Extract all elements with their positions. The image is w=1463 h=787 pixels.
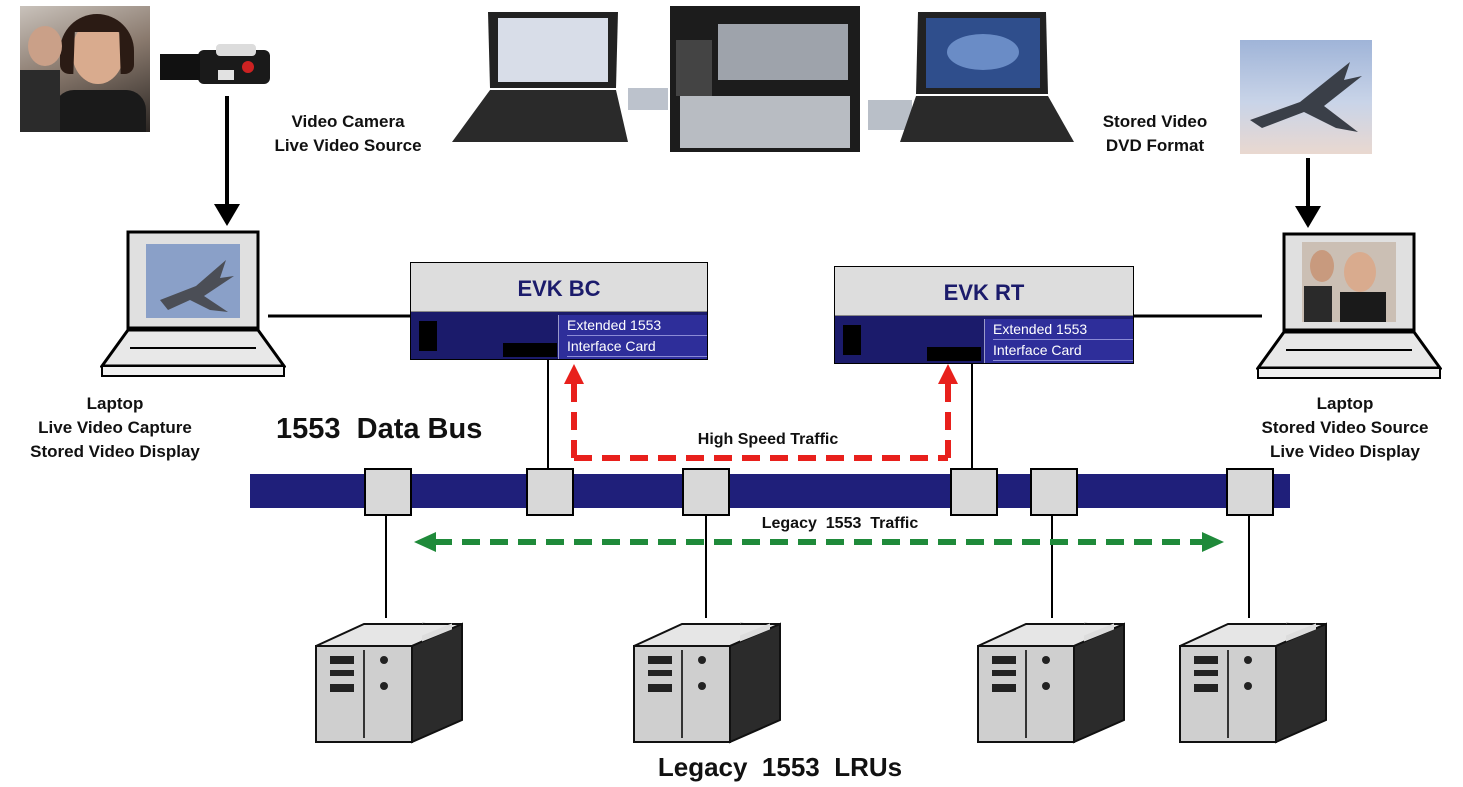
server-icon (977, 622, 1125, 744)
evk-rt-title: EVK RT (835, 267, 1133, 316)
bus-tap-3 (682, 468, 730, 516)
bus-tap-1 (364, 468, 412, 516)
evk-bc-card-line2: Interface Card (567, 336, 707, 357)
laptop-right-label: Laptop Stored Video Source Live Video Di… (1232, 392, 1458, 464)
evk-bc-box: EVK BC Extended 1553 Interface Card (410, 262, 708, 360)
evk-rt-slot (843, 325, 861, 355)
laptop-left-label-line1: Laptop (86, 394, 144, 413)
legacy-left-arrowhead (414, 532, 436, 552)
evk-bc-card-line1: Extended 1553 (567, 315, 707, 336)
people-photo (20, 6, 150, 132)
legacy-right-arrowhead (1202, 532, 1224, 552)
stored-video-label-line2: DVD Format (1105, 136, 1205, 155)
stored-video-label: Stored Video DVD Format (1075, 110, 1235, 158)
bus-tap-6 (1226, 468, 1274, 516)
high-speed-right-arrowhead (938, 364, 958, 384)
bus-tap-2 (526, 468, 574, 516)
high-speed-left-arrowhead (564, 364, 584, 384)
legacy-lrus-label: Legacy 1553 LRUs (657, 752, 903, 782)
evk-bc-title: EVK BC (411, 263, 707, 312)
evk-bc-card: Extended 1553 Interface Card (558, 315, 707, 359)
evk-rt-box: EVK RT Extended 1553 Interface Card (834, 266, 1134, 364)
video-camera-label-line1: Video Camera (291, 112, 405, 131)
stored-video-label-line1: Stored Video (1102, 112, 1208, 131)
laptop-left-icon (100, 230, 286, 380)
data-bus-bar (250, 474, 1290, 508)
bus-tap-5 (1030, 468, 1078, 516)
video-camera-label-line2: Live Video Source (274, 136, 422, 155)
server-icon (1179, 622, 1327, 744)
evk-bc-slot (419, 321, 437, 351)
laptop-right-label-line2: Stored Video Source (1261, 418, 1429, 437)
laptop-right-label-line1: Laptop (1316, 394, 1374, 413)
laptop-left-label: Laptop Live Video Capture Stored Video D… (10, 392, 220, 464)
laptop-left-label-line2: Live Video Capture (38, 418, 192, 437)
lru-server-3 (974, 622, 1128, 744)
evk-rt-card: Extended 1553 Interface Card (984, 319, 1133, 363)
laptop-right-label-line3: Live Video Display (1270, 442, 1420, 461)
camcorder-icon (158, 40, 278, 96)
server-icon (633, 622, 781, 744)
lru-server-2 (630, 622, 784, 744)
evk-rt-card-line1: Extended 1553 (993, 319, 1133, 340)
jet-photo (1240, 40, 1372, 154)
lru-server-1 (312, 622, 466, 744)
hardware-photo (448, 4, 1076, 156)
high-speed-traffic-label: High Speed Traffic (697, 431, 839, 448)
evk-rt-slot-2 (927, 347, 981, 361)
stored-arrowhead (1295, 206, 1321, 228)
evk-bc-slot-2 (503, 343, 557, 357)
video-camera-label: Video Camera Live Video Source (258, 110, 438, 158)
camera-arrowhead (214, 204, 240, 226)
bus-tap-4 (950, 468, 998, 516)
laptop-left-label-line3: Stored Video Display (30, 442, 200, 461)
server-icon (315, 622, 463, 744)
lru-server-4 (1176, 622, 1330, 744)
data-bus-title: 1553 Data Bus (276, 413, 483, 445)
legacy-traffic-label: Legacy 1553 Traffic (761, 515, 919, 532)
evk-rt-card-line2: Interface Card (993, 340, 1133, 361)
laptop-right-icon (1256, 232, 1442, 382)
